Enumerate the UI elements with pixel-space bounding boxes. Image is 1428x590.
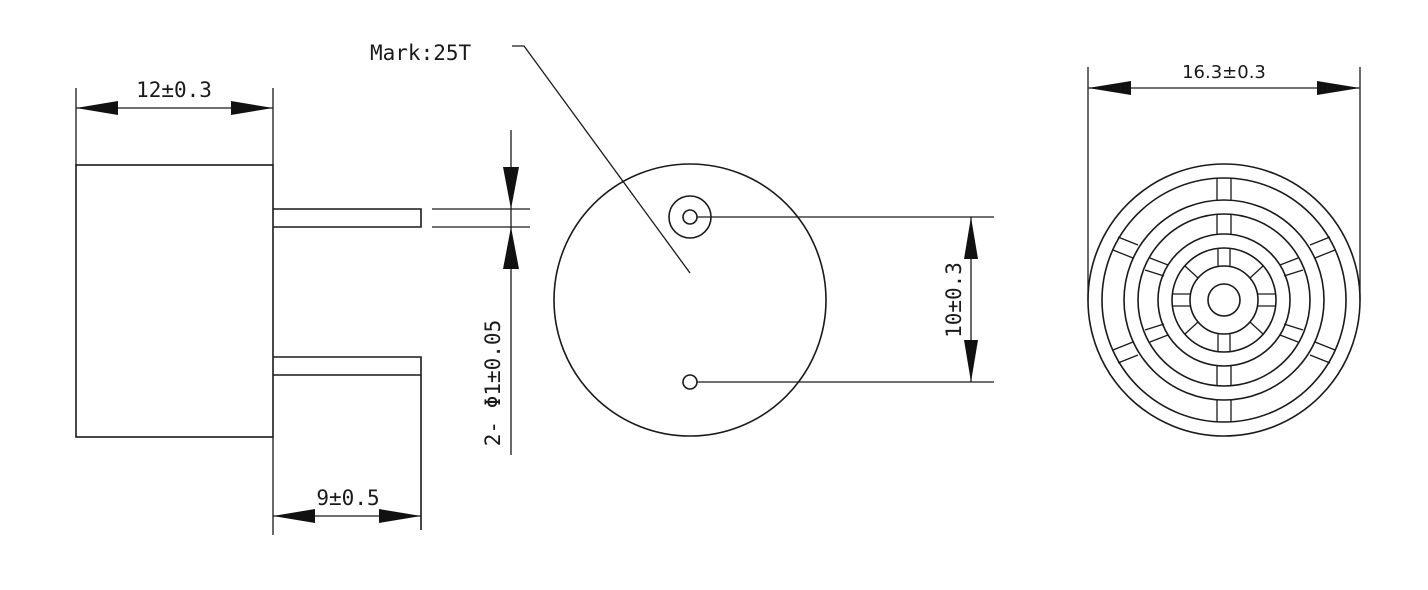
- outer-diameter-label: 16.3±0.3: [1182, 62, 1266, 83]
- width-arrow-left: [76, 101, 118, 115]
- ring-4: [1137, 213, 1311, 387]
- pin-length-arrow-left: [273, 509, 315, 523]
- buzzer-body-bottom: [553, 163, 827, 437]
- buzzer-body-side: [75, 164, 274, 438]
- pin-two-hole: [682, 374, 698, 390]
- pin-length-arrow-right: [379, 509, 421, 523]
- width-arrow-right: [231, 101, 273, 115]
- center-hole: [1207, 283, 1241, 317]
- top-pin: [273, 208, 422, 228]
- pin-view: Mark:25T 10±0.3: [370, 41, 994, 437]
- width-label: 12±0.3: [136, 78, 212, 102]
- outer-ring-1: [1087, 163, 1361, 437]
- pin-length-label: 9±0.5: [316, 486, 379, 510]
- ring-7: [1189, 265, 1259, 335]
- mark-label: Mark:25T: [370, 41, 472, 65]
- side-view: 12±0.3 9±0.5 2- Φ1±0.05: [75, 78, 530, 535]
- middle-spokes: [1144, 215, 1304, 385]
- od-arrow-left: [1088, 81, 1131, 95]
- spacing-arrow-bottom: [964, 340, 978, 382]
- pin-dia-arrow-top: [503, 167, 519, 209]
- od-arrow-right: [1317, 81, 1360, 95]
- top-view: 16.3±0.3: [1087, 62, 1361, 437]
- ring-6: [1171, 247, 1277, 353]
- outer-ring-2: [1101, 177, 1347, 423]
- bottom-pin: [273, 356, 422, 530]
- outer-spokes: [1112, 179, 1336, 421]
- ring-3: [1123, 199, 1325, 401]
- spacing-arrow-top: [964, 217, 978, 259]
- pin-spacing-label: 10±0.3: [942, 262, 966, 338]
- pin-one-hole: [682, 209, 698, 225]
- pin-diameter-label: 2- Φ1±0.05: [481, 320, 505, 446]
- mark-leader-line: [512, 45, 691, 274]
- ring-5: [1157, 233, 1291, 367]
- inner-spokes: [1172, 248, 1276, 352]
- pin-dia-arrow-bottom: [503, 227, 519, 269]
